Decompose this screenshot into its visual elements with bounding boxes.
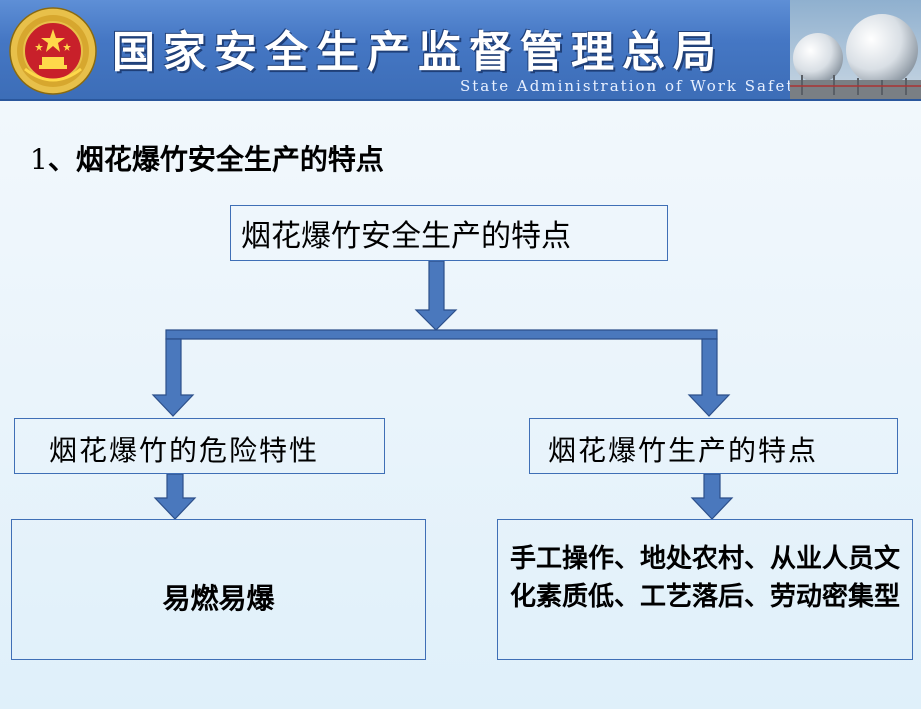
agency-title: 国家安全生产监督管理总局	[112, 28, 724, 78]
hazard-detail-text: 易燃易爆	[162, 581, 275, 615]
hazard-detail-node: 易燃易爆	[11, 519, 426, 660]
arrow-right-branch	[687, 338, 731, 417]
root-node: 烟花爆竹安全生产的特点	[230, 205, 668, 261]
hazard-characteristics-node: 烟花爆竹的危险特性	[14, 418, 385, 474]
national-emblem-icon	[9, 7, 97, 95]
heading-separator: 、	[47, 143, 76, 176]
arrow-left-detail	[153, 473, 197, 520]
header-banner: 国家安全生产监督管理总局 State Administration of Wor…	[0, 0, 921, 101]
production-detail-text: 手工操作、地处农村、从业人员文化素质低、工艺落后、劳动密集型	[509, 544, 900, 612]
storage-tanks-image	[790, 0, 921, 101]
agency-subtitle: State Administration of Work Safety	[460, 77, 805, 95]
connector-horizontal-bar	[165, 329, 718, 340]
arrow-root-down	[414, 260, 458, 331]
production-characteristics-node: 烟花爆竹生产的特点	[529, 418, 898, 474]
banner-divider	[0, 99, 921, 101]
arrow-right-detail	[690, 473, 734, 520]
arrow-left-branch	[151, 338, 195, 417]
heading-number: 1	[30, 143, 48, 176]
heading-text: 烟花爆竹安全生产的特点	[75, 143, 384, 176]
slide-heading: 1、烟花爆竹安全生产的特点	[30, 138, 384, 178]
production-detail-node: 手工操作、地处农村、从业人员文化素质低、工艺落后、劳动密集型	[497, 519, 913, 660]
